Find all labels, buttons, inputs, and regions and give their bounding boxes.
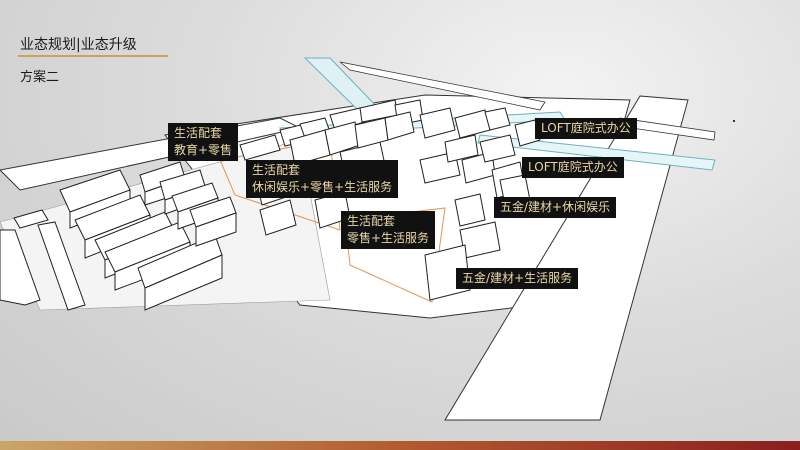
label-line: 五金/建材+休闲娱乐 bbox=[500, 200, 611, 214]
label-line: LOFT庭院式办公 bbox=[541, 121, 631, 135]
page-subtitle: 方案二 bbox=[20, 70, 60, 85]
glass-strip-top bbox=[303, 57, 382, 113]
label-line: 零售+生活服务 bbox=[347, 231, 430, 245]
label-line: 休闲娱乐+零售+生活服务 bbox=[252, 180, 393, 194]
label-hardware-leisure: 五金/建材+休闲娱乐 bbox=[494, 197, 617, 218]
long-bar-top bbox=[339, 61, 546, 111]
label-line: 五金/建材+生活服务 bbox=[462, 271, 573, 285]
footer-accent-bar bbox=[0, 441, 800, 450]
marker-dot bbox=[733, 120, 735, 122]
label-hardware-services: 五金/建材+生活服务 bbox=[456, 268, 579, 289]
title-underline bbox=[18, 55, 168, 57]
road-strip bbox=[444, 95, 689, 421]
label-line: 教育+零售 bbox=[174, 143, 233, 157]
page-title: 业态规划|业态升级 bbox=[20, 37, 137, 53]
label-line: 生活配套 bbox=[252, 163, 301, 177]
label-loft-office-2: LOFT庭院式办公 bbox=[522, 157, 624, 178]
label-leisure-retail-services: 生活配套 休闲娱乐+零售+生活服务 bbox=[246, 160, 399, 198]
label-retail-services: 生活配套 零售+生活服务 bbox=[341, 211, 436, 249]
label-education-retail: 生活配套 教育+零售 bbox=[168, 123, 239, 161]
label-line: 生活配套 bbox=[174, 126, 223, 140]
label-line: 生活配套 bbox=[347, 214, 396, 228]
label-line: LOFT庭院式办公 bbox=[528, 160, 618, 174]
glass-strip-right bbox=[477, 134, 716, 171]
label-loft-office-1: LOFT庭院式办公 bbox=[535, 118, 637, 139]
